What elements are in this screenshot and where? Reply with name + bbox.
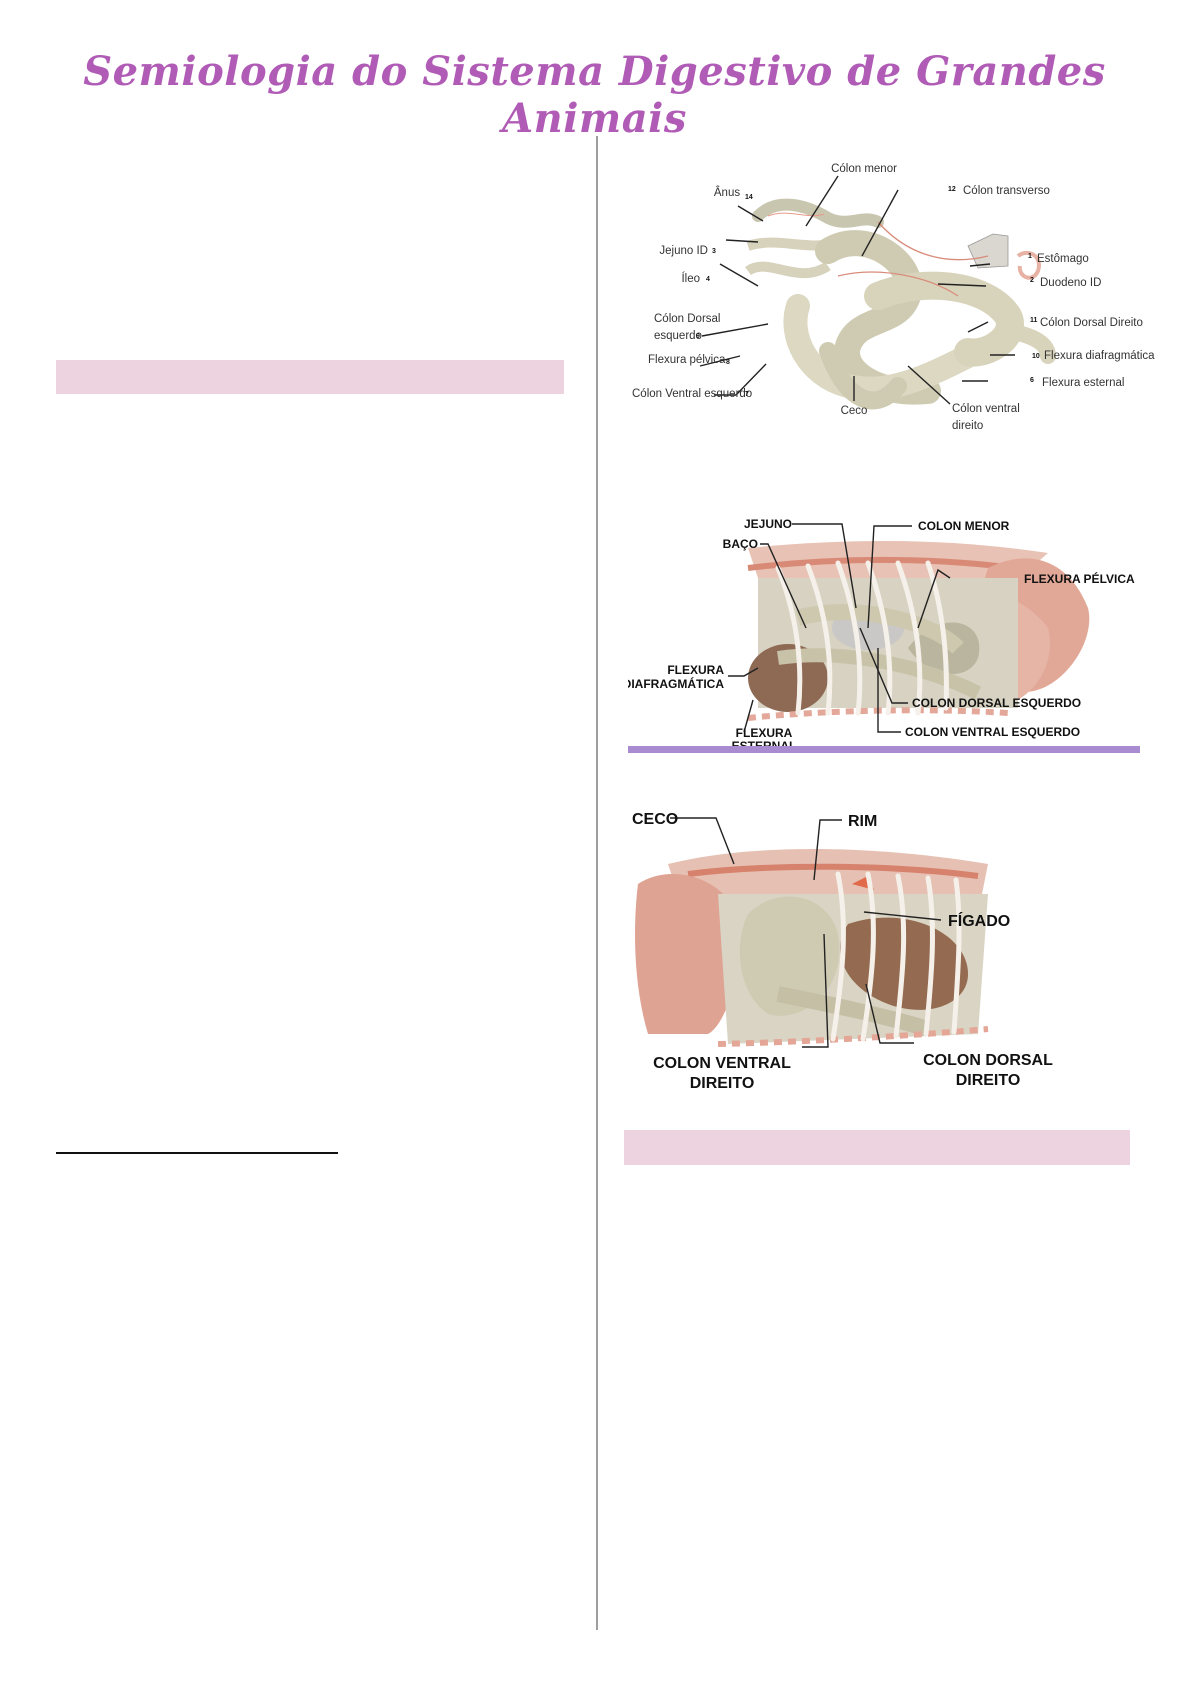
num-anus: 14 [745,194,753,201]
section-header-bar-right [624,1130,1130,1165]
label-colon-ventral-esq: Cólon Ventral esquerdo [632,388,752,400]
label-ileo: Íleo [681,272,700,285]
num-colon-dorsal-esq: 9 [696,333,700,340]
label-colon-ventral-dir-1: COLON VENTRAL [653,1055,791,1072]
num-colon-ventral-esq: 7 [745,391,749,398]
label-flexura-pelvica: FLEXURA PÉLVICA [1024,571,1135,586]
figure-right-lateral-view: CECO RIM FÍGADO COLON VENTRAL DIREITO CO… [628,804,1148,1112]
label-duodeno: Duodeno ID [1040,277,1101,289]
label-flexura-diafragmatica-2: DIAFRAGMÁTICA [628,676,724,691]
figure-left-lateral-view: JEJUNO BAÇO COLON MENOR FLEXURA PÉLVICA … [628,508,1148,758]
label-colon-dorsal-dir: Cólon Dorsal Direito [1040,317,1143,329]
figure-digestive-tract-diagram: Cólon menor Ânus 14 12 Cólon transverso … [628,156,1164,442]
figure-divider-bar [628,746,1140,753]
label-colon-ventral-dir-2: DIREITO [690,1075,755,1092]
num-flexura-esternal: 6 [1030,377,1034,384]
label-jejuno: JEJUNO [744,517,792,531]
label-flexura-esternal: Flexura esternal [1042,377,1124,389]
label-flexura-diafragmatica-1: FLEXURA [667,663,724,677]
label-flexura-pelvica: Flexura pélvica [648,354,726,366]
label-colon-menor: Cólon menor [831,163,897,175]
num-flexura-diafragmatica: 10 [1032,353,1040,360]
label-flexura-diafragmatica: Flexura diafragmática [1044,350,1155,362]
left-lateral-illustration [747,541,1090,721]
num-duodeno: 2 [1030,277,1034,284]
num-colon-dorsal-dir: 11 [1030,317,1038,324]
label-colon-ventral-dir-2: direito [952,420,983,432]
label-anus: Ânus [714,186,740,199]
label-colon-dorsal-dir-1: COLON DORSAL [923,1052,1053,1069]
intestine-illustration [745,198,1056,410]
num-flexura-pelvica: 8 [726,359,730,366]
column-divider [596,136,598,1630]
right-lateral-illustration [635,849,989,1047]
label-colon-menor: COLON MENOR [918,519,1010,533]
label-figado: FÍGADO [948,911,1010,930]
num-colon-transverso: 12 [948,186,956,193]
label-colon-transverso: Cólon transverso [963,185,1050,197]
label-estomago: Estômago [1037,253,1089,265]
label-colon-dorsal-esq-1: Cólon Dorsal [654,313,720,325]
label-flexura-esternal-1: FLEXURA [736,726,793,740]
label-ceco: Ceco [841,405,868,417]
label-colon-dorsal-dir-2: DIREITO [956,1072,1021,1089]
label-colon-dorsal-esq: COLON DORSAL ESQUERDO [912,696,1081,710]
label-colon-ventral-dir-1: Cólon ventral [952,403,1020,415]
label-jejuno: Jejuno ID [659,245,708,257]
num-estomago: 1 [1028,253,1032,260]
page-title: Semiologia do Sistema Digestivo de Grand… [83,48,1106,142]
label-colon-ventral-esq: COLON VENTRAL ESQUERDO [905,725,1080,739]
num-ileo: 4 [706,276,710,283]
label-colon-dorsal-esq-2: esquerdo [654,330,702,342]
label-rim: RIM [848,813,877,830]
section-header-bar-left [56,360,564,394]
heading-underline [56,1152,338,1154]
label-baco: BAÇO [723,537,758,551]
label-ceco: CECO [632,811,678,828]
num-jejuno: 3 [712,248,716,255]
